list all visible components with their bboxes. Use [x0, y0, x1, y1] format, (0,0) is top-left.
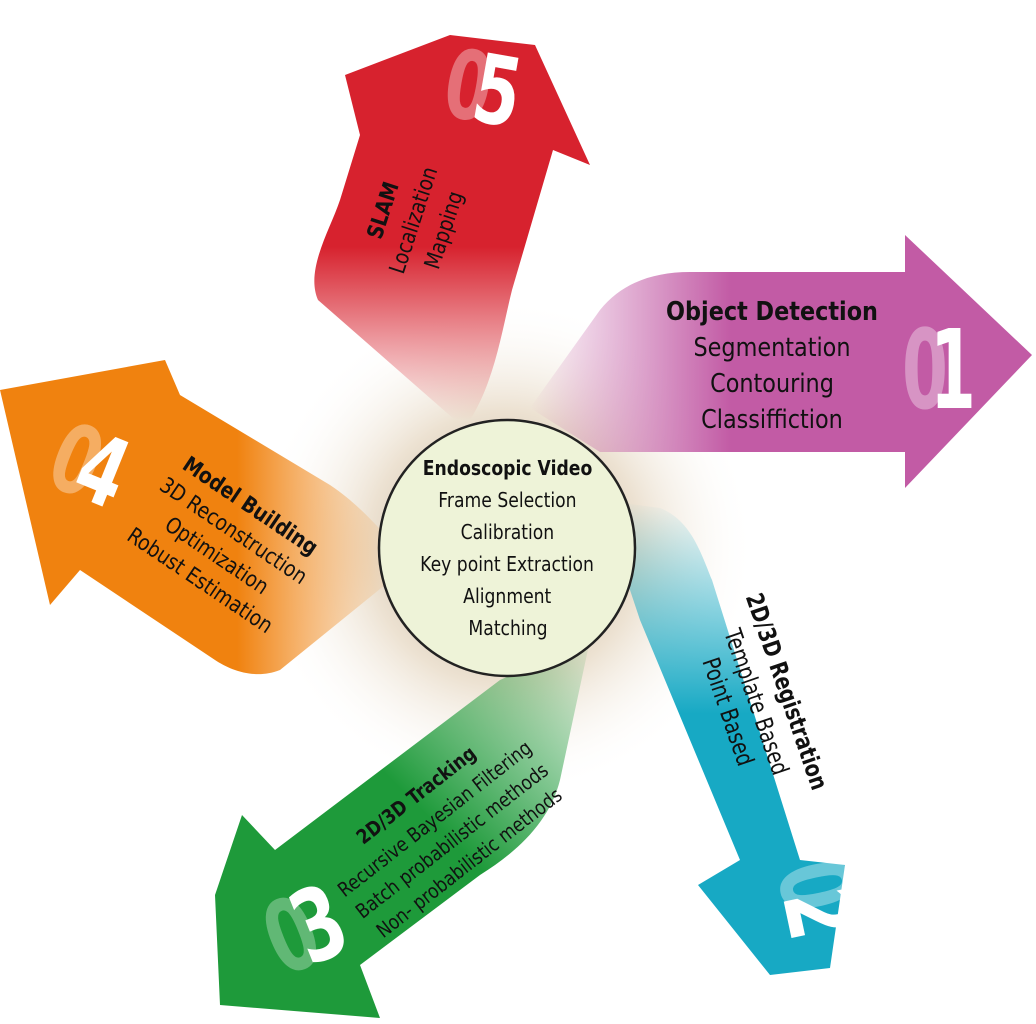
- center-text-block: Endoscopic Video Frame Selection Calibra…: [380, 420, 635, 675]
- arrow-1-text: 0 1 Object Detection Segmentation Contou…: [666, 295, 976, 434]
- arrow-1-number: 1: [930, 307, 976, 434]
- arrow-5-shape: [314, 35, 590, 420]
- arrow-1-title: Object Detection: [666, 295, 878, 326]
- center-title: Endoscopic Video: [422, 455, 593, 480]
- center-item-key-point-extraction: Key point Extraction: [420, 551, 595, 576]
- center-circle: [377, 418, 637, 678]
- arrow-2-shape: [600, 500, 845, 975]
- arrow-1-item-1: Segmentation: [693, 331, 850, 362]
- arrow-1-item-2: Contouring: [710, 367, 834, 398]
- center-item-matching: Matching: [467, 615, 548, 640]
- center-item-calibration: Calibration: [460, 519, 555, 544]
- arrow-1-shape: [530, 235, 1032, 488]
- arrow-4-shape: [0, 360, 395, 675]
- center-item-alignment: Alignment: [463, 583, 552, 608]
- arrow-1-ghost-number: 0: [902, 307, 948, 434]
- arrow-1-item-3: Classiffiction: [701, 403, 843, 434]
- center-item-frame-selection: Frame Selection: [438, 487, 577, 512]
- arrow-3-shape: [215, 640, 590, 1018]
